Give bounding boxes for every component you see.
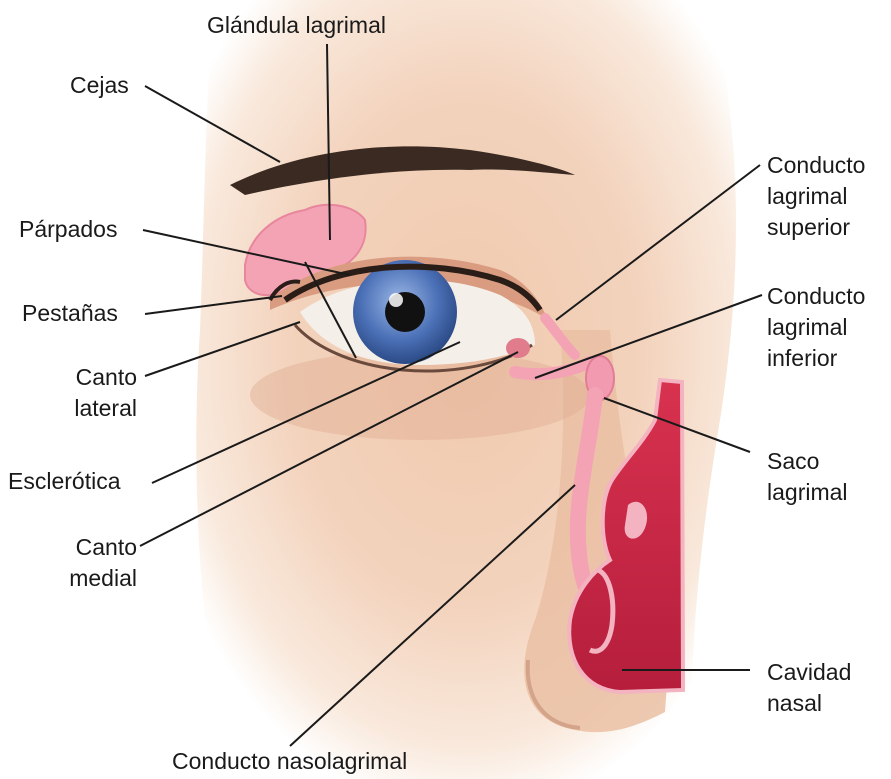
label-canto-lateral-line2: lateral [45,393,137,424]
label-inferior-line1: Conducto [767,281,865,312]
label-conducto-nasolagrimal: Conducto nasolagrimal [172,746,407,777]
label-conducto-lagrimal-inferior: Conducto lagrimal inferior [767,281,865,374]
label-parpados: Párpados [19,214,117,245]
label-superior-line3: superior [767,212,865,243]
label-superior-line1: Conducto [767,150,865,181]
label-superior-line2: lagrimal [767,181,865,212]
caruncle [506,338,530,358]
label-canto-medial: Canto medial [45,532,137,594]
label-conducto-lagrimal-superior: Conducto lagrimal superior [767,150,865,243]
label-cavidad-nasal: Cavidad nasal [767,657,851,719]
label-pestanas: Pestañas [22,298,118,329]
label-canto-medial-line1: Canto [45,532,137,563]
label-canto-lateral-line1: Canto [45,362,137,393]
label-inferior-line3: inferior [767,343,865,374]
label-inferior-line2: lagrimal [767,312,865,343]
label-esclerotica: Esclerótica [8,466,120,497]
label-cavidad-line1: Cavidad [767,657,851,688]
label-cavidad-line2: nasal [767,688,851,719]
label-saco-line1: Saco [767,446,848,477]
label-canto-medial-line2: medial [45,563,137,594]
eye-highlight [389,293,403,307]
label-cejas: Cejas [70,70,129,101]
label-saco-line2: lagrimal [767,477,848,508]
label-saco-lagrimal: Saco lagrimal [767,446,848,508]
label-canto-lateral: Canto lateral [45,362,137,424]
label-glandula-lagrimal: Glándula lagrimal [207,10,386,41]
